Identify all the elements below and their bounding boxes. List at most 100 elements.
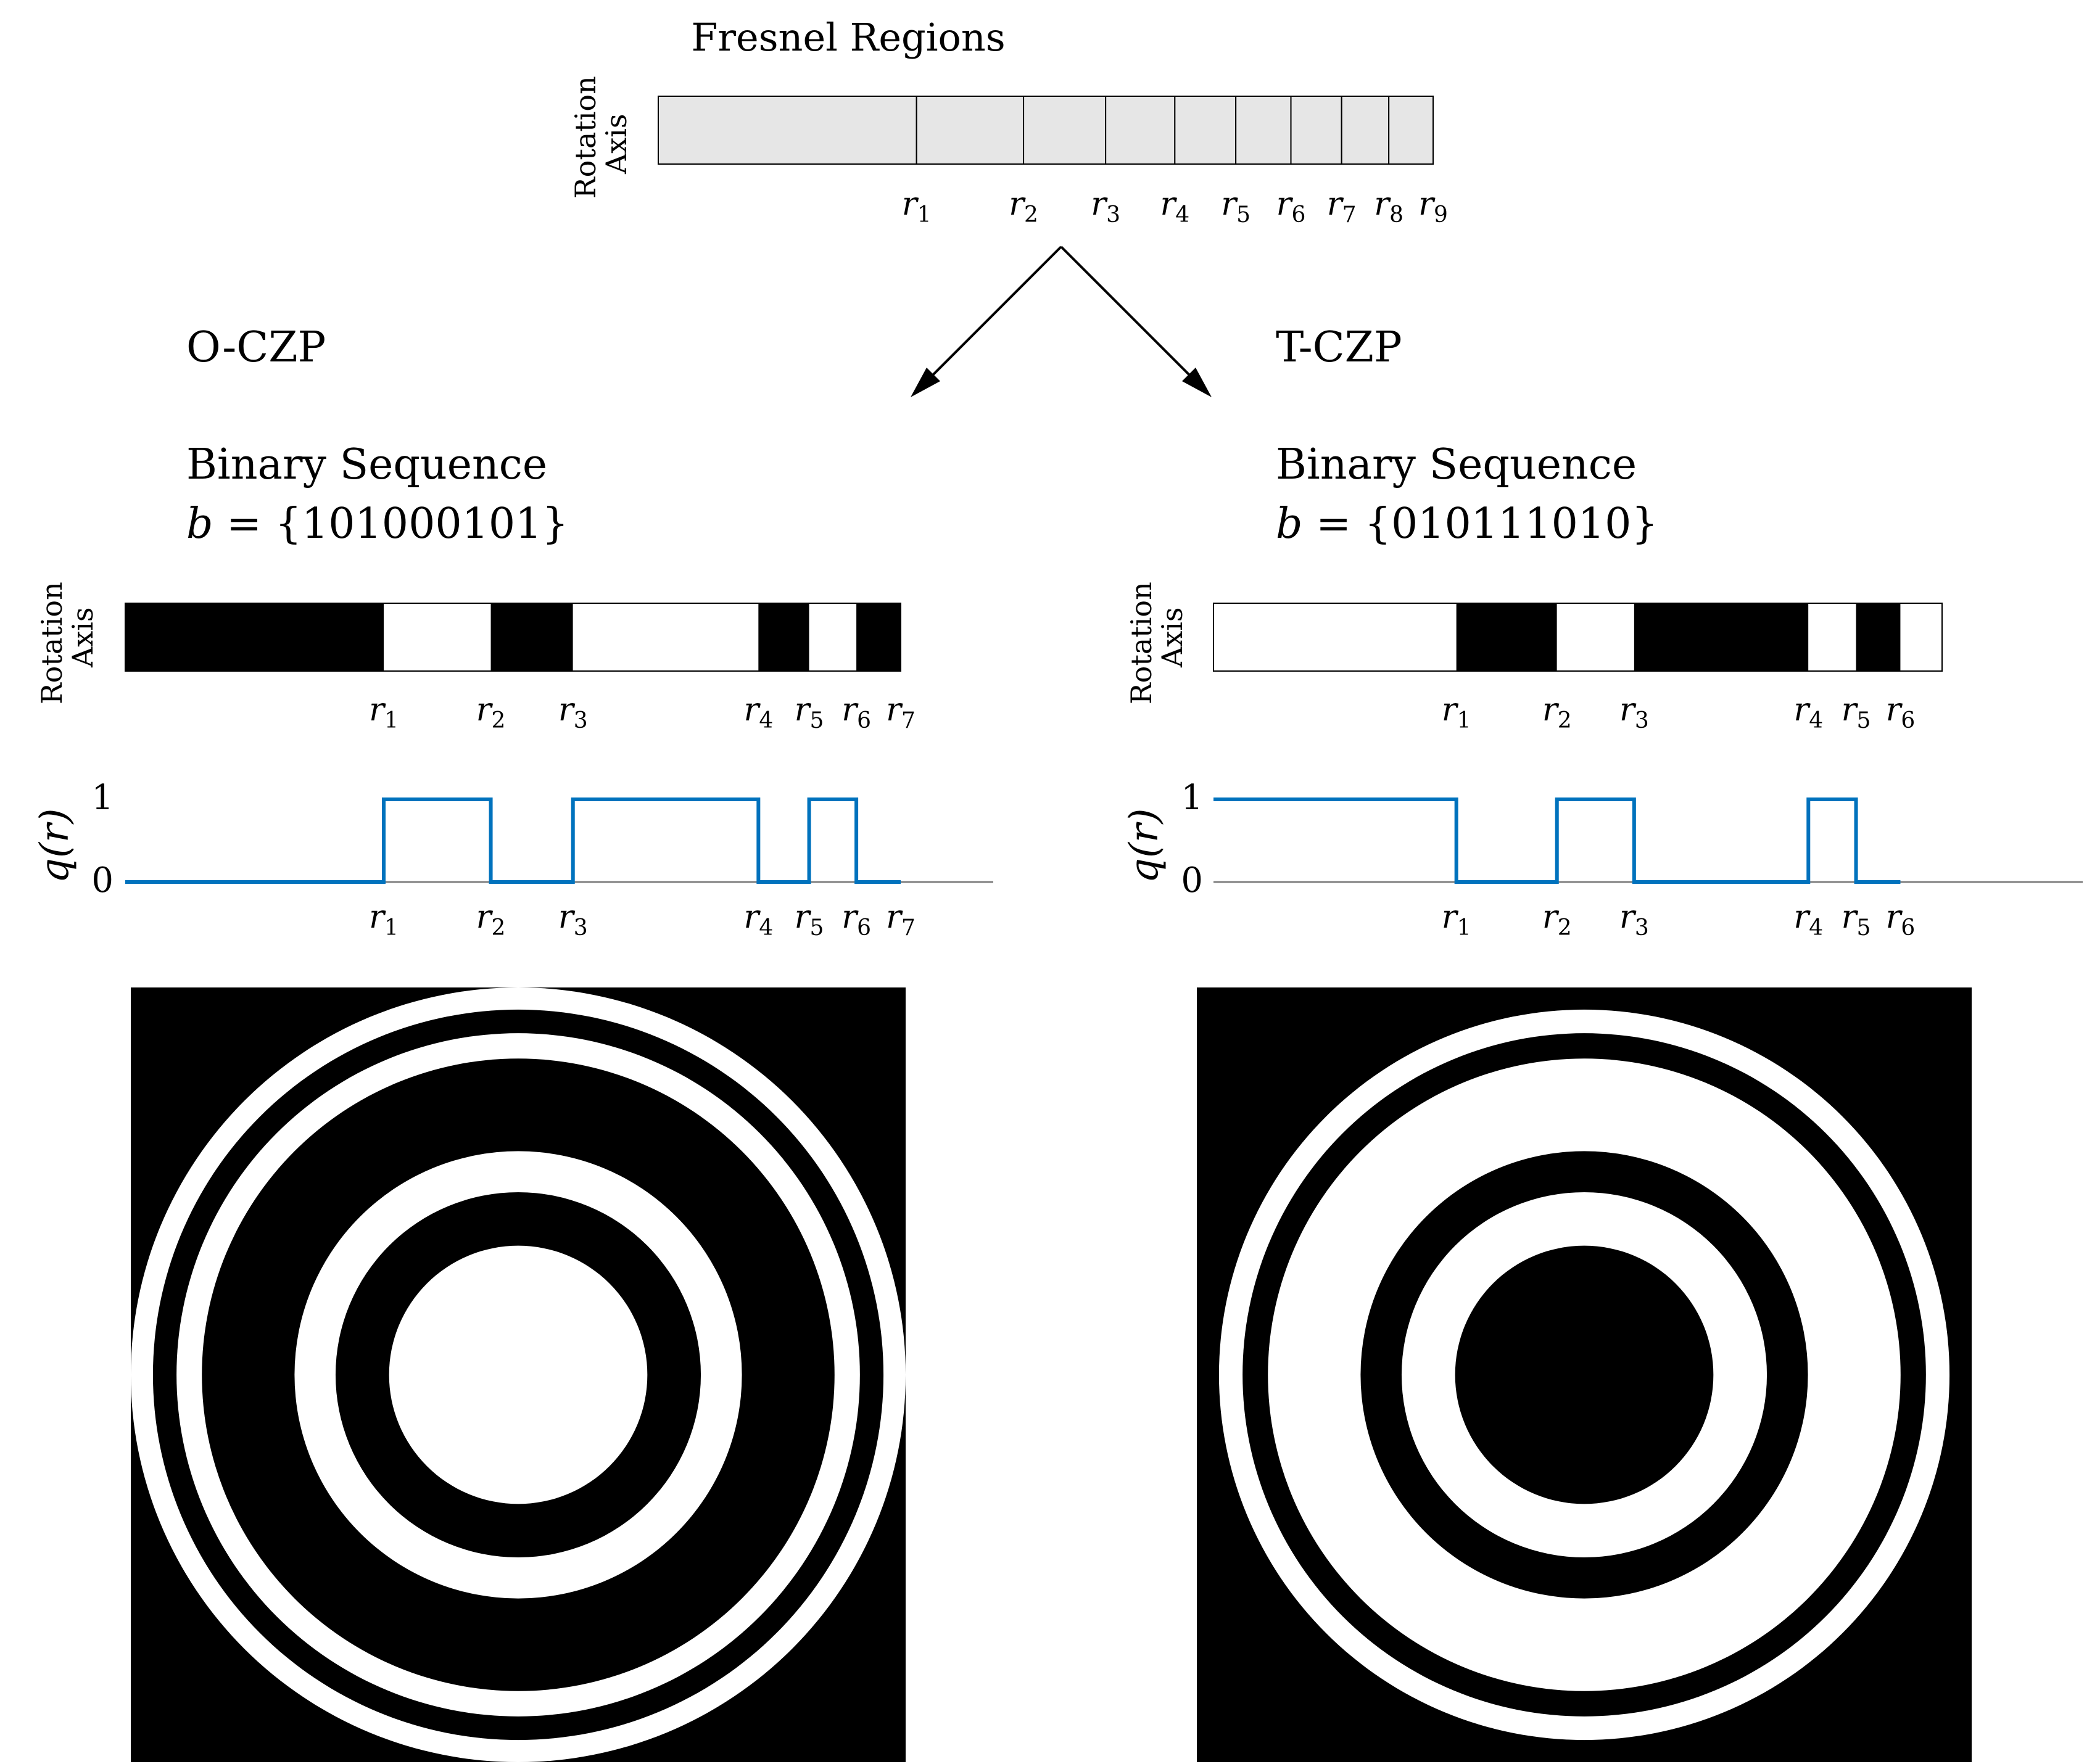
radius-label: r7	[886, 691, 916, 733]
binary-band	[1808, 603, 1856, 671]
o-czp-q-line	[125, 798, 901, 884]
t-czp-zone-plate-image	[1197, 987, 1972, 1762]
binary-band	[758, 603, 809, 671]
fresnel-region-cell	[1388, 96, 1434, 165]
radius-label: r2	[1542, 899, 1572, 941]
svg-text:q(r): q(r)	[32, 809, 78, 884]
o-czp-binary-bar	[125, 603, 901, 672]
binary-band	[1856, 603, 1901, 671]
fresnel-regions-title: Fresnel Regions	[691, 15, 1005, 60]
binary-band	[1634, 603, 1809, 671]
binary-band	[1213, 603, 1457, 671]
radius-label: r5	[795, 691, 824, 733]
fresnel-radius-label: r5	[1221, 186, 1250, 228]
radius-label: r6	[1886, 691, 1916, 733]
o-czp-ytick-0: 0	[91, 860, 114, 901]
fresnel-region-cell	[1174, 96, 1237, 165]
fresnel-radius-label: r3	[1091, 186, 1120, 228]
t-czp-binary-bar	[1213, 603, 1943, 672]
o-czp-plot-radius-labels: r1 r2 r3 r4 r5 r6 r7	[369, 899, 916, 941]
zone-plate-ring	[1455, 1245, 1714, 1504]
o-czp-plot-ylabel: q(r)	[32, 809, 78, 884]
t-czp-panel: T-CZP Binary Sequence b = {010111010} Ro…	[1122, 323, 2083, 1762]
o-czp-sequence-heading: Binary Sequence	[186, 440, 547, 489]
t-czp-sequence: b = {010111010}	[1276, 500, 1658, 548]
o-czp-rotation-axis-label: Rotation Axis	[35, 582, 99, 704]
fresnel-radius-label: r7	[1327, 186, 1357, 228]
radius-label: r1	[1442, 899, 1471, 941]
fresnel-regions-panel: Fresnel Regions Rotation Axis r1 r2 r3 r4 r5…	[569, 15, 1448, 228]
o-czp-zone-plate-image	[131, 987, 906, 1762]
fresnel-region-cell	[1290, 96, 1342, 165]
radius-label: r5	[1842, 691, 1871, 733]
radius-label: r2	[1542, 691, 1572, 733]
t-czp-rotation-axis-label: Rotation Axis	[1125, 582, 1189, 704]
zone-plate-ring	[389, 1245, 648, 1504]
o-czp-bar-radius-labels: r1 r2 r3 r4 r5 r6 r7	[369, 691, 916, 733]
arrow-left-line	[919, 245, 1062, 389]
radius-label: r4	[743, 691, 773, 733]
svg-text:q(r): q(r)	[1122, 809, 1167, 884]
fresnel-region-cell	[1235, 96, 1292, 165]
radius-label: r5	[1842, 899, 1871, 941]
t-czp-axis-label-axis: Axis	[1155, 608, 1189, 668]
radius-label: r3	[558, 691, 588, 733]
radius-label: r5	[795, 899, 824, 941]
t-czp-q-plot: q(r) 1 0 r1 r2 r3 r4 r5 r6	[1122, 778, 2083, 941]
top-rotation-axis-label: Rotation Axis	[569, 76, 633, 199]
o-czp-title: O-CZP	[186, 323, 326, 372]
t-czp-plot-radius-labels: r1 r2 r3 r4 r5 r6	[1442, 899, 1916, 941]
binary-band	[1900, 603, 1942, 671]
fresnel-region-cell	[1341, 96, 1390, 165]
radius-label: r1	[369, 691, 399, 733]
split-arrows	[911, 245, 1212, 397]
t-czp-bar-radius-labels: r1 r2 r3 r4 r5 r6	[1442, 691, 1916, 733]
radius-label: r6	[841, 691, 871, 733]
binary-band	[384, 603, 491, 671]
binary-band	[809, 603, 857, 671]
arrow-left-head	[911, 368, 940, 397]
t-czp-title: T-CZP	[1276, 323, 1402, 372]
binary-band	[856, 603, 901, 671]
t-czp-sequence-heading: Binary Sequence	[1276, 440, 1637, 489]
fresnel-radius-label: r8	[1374, 186, 1403, 228]
o-czp-sequence: b = {101000101}	[186, 500, 569, 548]
fresnel-radius-label: r9	[1418, 186, 1448, 228]
t-czp-plot-ylabel: q(r)	[1122, 809, 1167, 884]
fresnel-radius-label: r1	[902, 186, 932, 228]
fresnel-radius-label: r2	[1009, 186, 1038, 228]
radius-label: r2	[476, 899, 506, 941]
binary-band	[1556, 603, 1634, 671]
fresnel-radius-labels: r1 r2 r3 r4 r5 r6 r7 r8 r9	[902, 186, 1448, 228]
t-czp-ytick-1: 1	[1181, 778, 1203, 818]
t-czp-ytick-0: 0	[1181, 860, 1203, 901]
fresnel-region-cell	[916, 96, 1025, 165]
radius-label: r1	[1442, 691, 1471, 733]
radius-label: r2	[476, 691, 506, 733]
binary-bar-border	[125, 603, 901, 672]
radius-label: r6	[1886, 899, 1916, 941]
radius-label: r4	[1793, 691, 1823, 733]
radius-label: r1	[369, 899, 399, 941]
top-axis-label-axis: Axis	[600, 114, 633, 175]
arrow-right-head	[1182, 368, 1212, 397]
radius-label: r4	[1793, 899, 1823, 941]
binary-band	[1456, 603, 1557, 671]
t-czp-q-line	[1213, 798, 1901, 884]
o-czp-axis-label-rotation: Rotation	[35, 582, 68, 704]
fresnel-region-cell	[1023, 96, 1107, 165]
top-axis-label-rotation: Rotation	[569, 76, 602, 199]
fresnel-region-bar	[658, 96, 1434, 165]
binary-band	[573, 603, 759, 671]
radius-label: r4	[743, 899, 773, 941]
binary-band	[490, 603, 573, 671]
radius-label: r3	[1619, 691, 1649, 733]
radius-label: r3	[1619, 899, 1649, 941]
t-czp-axis-label-rotation: Rotation	[1125, 582, 1158, 704]
fresnel-radius-label: r6	[1276, 186, 1306, 228]
radius-label: r3	[558, 899, 588, 941]
fresnel-radius-label: r4	[1160, 186, 1189, 228]
o-czp-axis-label-axis: Axis	[66, 608, 99, 668]
radius-label: r6	[841, 899, 871, 941]
radius-label: r7	[886, 899, 916, 941]
